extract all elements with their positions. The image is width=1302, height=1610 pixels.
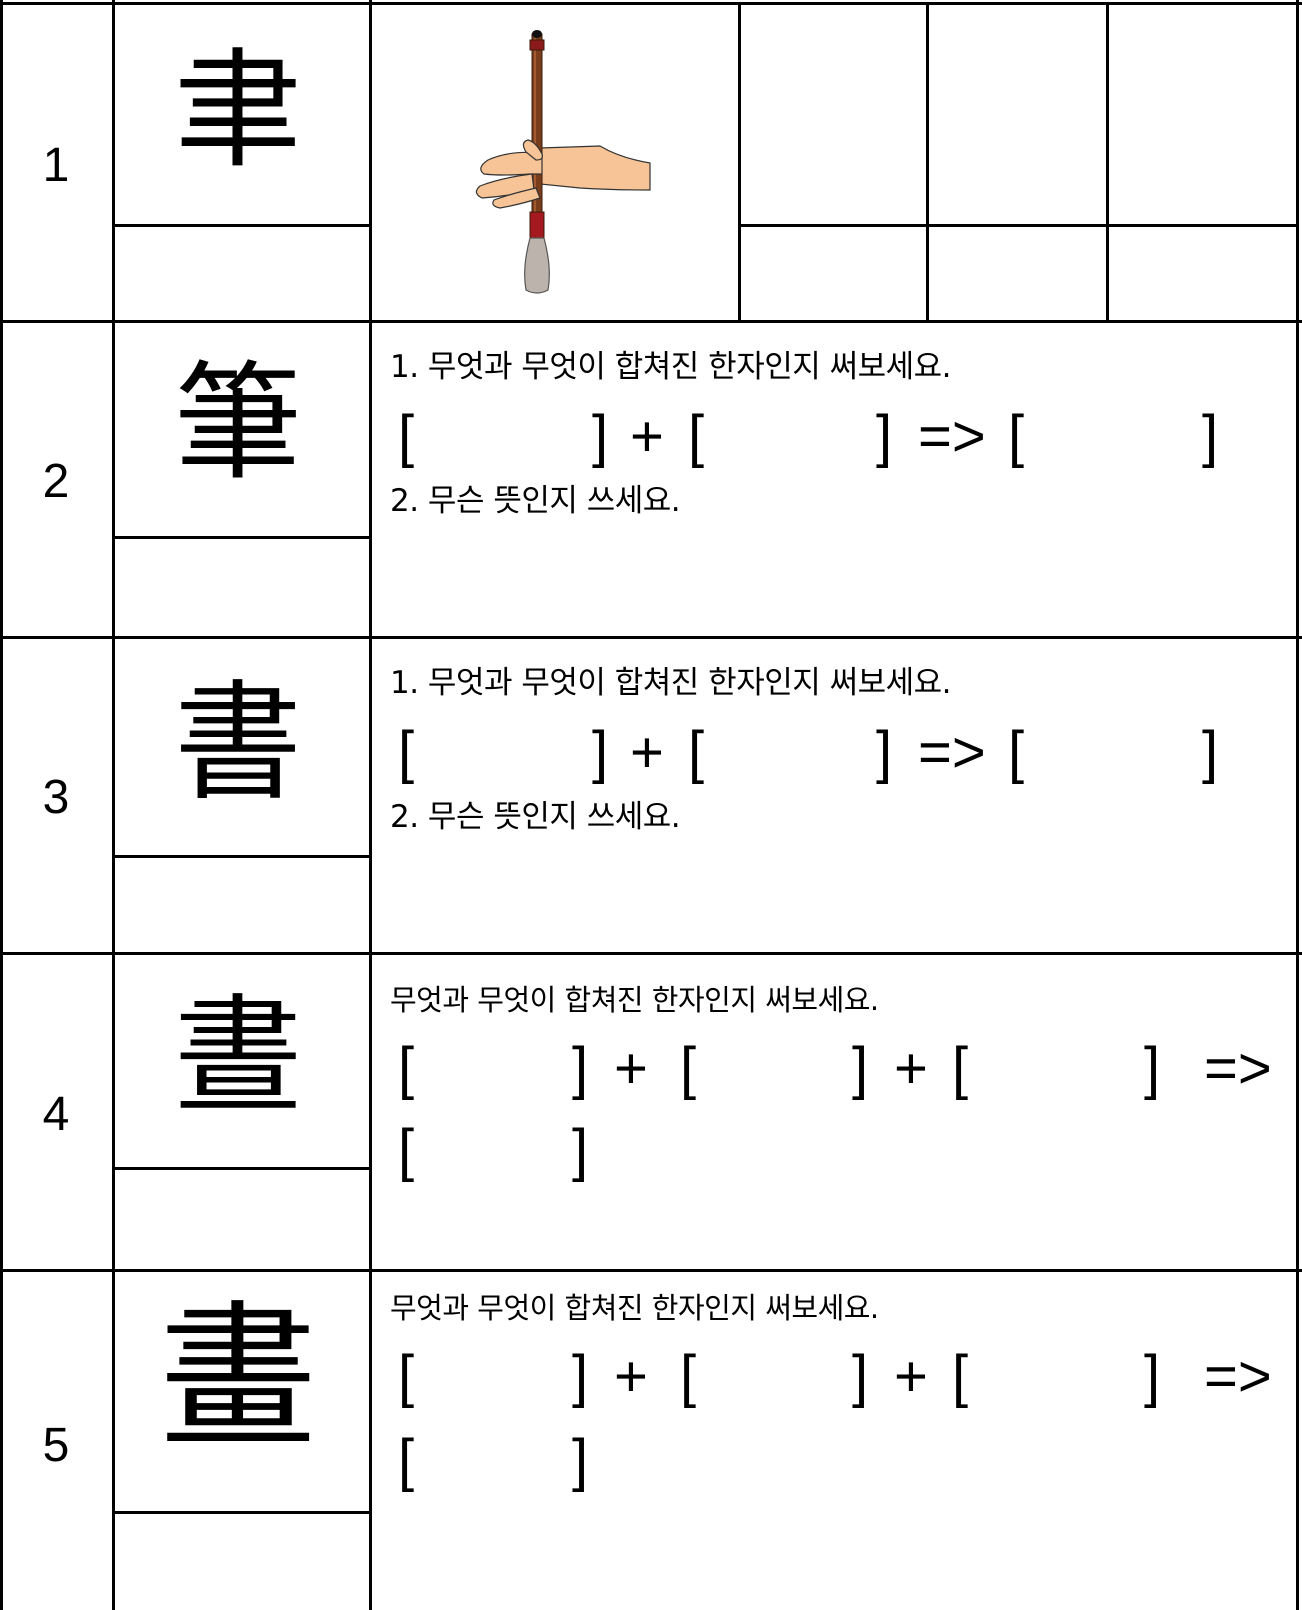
answer-bracket-open[interactable]: [ — [398, 1036, 415, 1101]
row-number: 4 — [42, 1088, 70, 1141]
grid-line — [738, 224, 1298, 227]
answer-bracket-open[interactable]: [ — [688, 404, 705, 469]
grid-line — [0, 636, 1302, 639]
answer-bracket-close: ] — [592, 404, 609, 469]
row-number: 1 — [42, 139, 70, 192]
answer-bracket-close: ] — [572, 1428, 589, 1493]
plus-sign: + — [614, 1036, 648, 1101]
grid-line — [926, 2, 929, 322]
arrow-sign: => — [918, 720, 986, 785]
grid-line — [112, 855, 370, 858]
grid-line — [738, 2, 741, 322]
answer-bracket-open[interactable]: [ — [952, 1036, 969, 1101]
grid-line — [0, 2, 1302, 5]
answer-bracket-close: ] — [572, 1344, 589, 1409]
answer-bracket-open[interactable]: [ — [1008, 720, 1025, 785]
question-text: 1. 무엇과 무엇이 합쳐진 한자인지 써보세요. — [390, 665, 952, 701]
question-text: 무엇과 무엇이 합쳐진 한자인지 써보세요. — [390, 1291, 879, 1325]
grid-line — [112, 224, 370, 227]
hanja-character: 筆 — [173, 349, 302, 498]
grid-line — [112, 536, 370, 539]
answer-bracket-close: ] — [572, 1118, 589, 1183]
hand-holding-brush-icon — [475, 30, 651, 294]
answer-bracket-open[interactable]: [ — [1008, 404, 1025, 469]
answer-bracket-close: ] — [1202, 404, 1219, 469]
plus-sign: + — [630, 720, 664, 785]
answer-bracket-open[interactable]: [ — [398, 1428, 415, 1493]
answer-bracket-open[interactable]: [ — [398, 720, 415, 785]
grid-line — [369, 0, 372, 1610]
arrow-sign: => — [1204, 1344, 1272, 1409]
hanja-character: 聿 — [173, 37, 302, 186]
answer-bracket-close: ] — [876, 404, 893, 469]
arrow-sign: => — [1204, 1036, 1272, 1101]
arrow-sign: => — [918, 404, 986, 469]
answer-bracket-close: ] — [592, 720, 609, 785]
row-number: 2 — [42, 455, 70, 508]
plus-sign: + — [894, 1036, 928, 1101]
grid-line — [112, 1511, 370, 1514]
answer-bracket-open[interactable]: [ — [398, 404, 415, 469]
plus-sign: + — [894, 1344, 928, 1409]
plus-sign: + — [630, 404, 664, 469]
answer-bracket-open[interactable]: [ — [680, 1036, 697, 1101]
answer-bracket-open[interactable]: [ — [680, 1344, 697, 1409]
answer-bracket-open[interactable]: [ — [688, 720, 705, 785]
answer-bracket-open[interactable]: [ — [952, 1344, 969, 1409]
row-number: 5 — [42, 1419, 70, 1472]
hanja-character: 晝 — [173, 983, 302, 1132]
grid-line — [1296, 0, 1299, 1610]
grid-line — [0, 1269, 1302, 1272]
row-number: 3 — [42, 771, 70, 824]
answer-bracket-open[interactable]: [ — [398, 1344, 415, 1409]
hanja-character: 書 — [173, 669, 302, 818]
grid-line — [0, 320, 1302, 323]
plus-sign: + — [614, 1344, 648, 1409]
grid-line — [1106, 2, 1109, 322]
question-text: 1. 무엇과 무엇이 합쳐진 한자인지 써보세요. — [390, 349, 952, 385]
answer-bracket-close: ] — [1202, 720, 1219, 785]
hanja-character: 畫 — [159, 1287, 317, 1471]
answer-bracket-close: ] — [1144, 1036, 1161, 1101]
answer-bracket-close: ] — [852, 1344, 869, 1409]
answer-bracket-close: ] — [876, 720, 893, 785]
grid-line — [0, 952, 1302, 955]
answer-bracket-open[interactable]: [ — [398, 1118, 415, 1183]
question-text: 2. 무슨 뜻인지 쓰세요. — [390, 483, 681, 519]
grid-line — [0, 0, 3, 1610]
answer-bracket-close: ] — [852, 1036, 869, 1101]
grid-line — [112, 1167, 370, 1170]
answer-bracket-close: ] — [572, 1036, 589, 1101]
grid-line — [112, 0, 115, 1610]
answer-bracket-close: ] — [1144, 1344, 1161, 1409]
question-text: 2. 무슨 뜻인지 쓰세요. — [390, 799, 681, 835]
question-text: 무엇과 무엇이 합쳐진 한자인지 써보세요. — [390, 983, 879, 1017]
